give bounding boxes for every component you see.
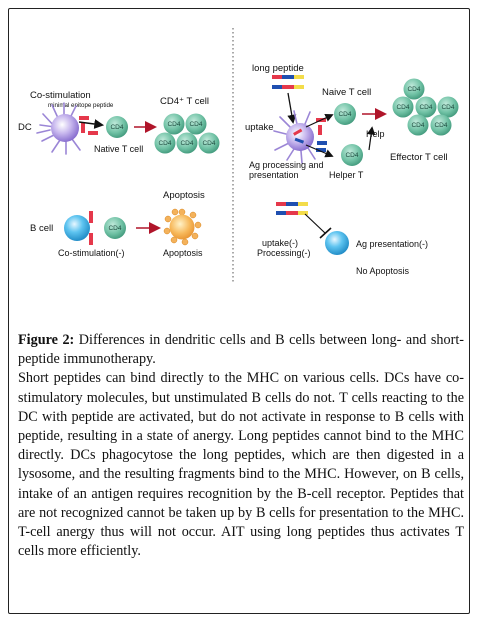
figure-frame: [8, 8, 470, 614]
apoptotic-cell: [163, 208, 202, 246]
cd4-label: CD4: [411, 122, 424, 129]
cd4-label: CD4: [202, 140, 215, 147]
peptide-marker: [88, 131, 98, 135]
long-peptide-bar: [272, 85, 304, 89]
figure-illustration: Co-stimulation minimal epitope peptide D…: [18, 28, 459, 282]
peptide-marker: [317, 141, 327, 145]
cd4-label: CD4: [338, 111, 351, 118]
apoptosis-top-label: Apoptosis: [163, 190, 205, 201]
caption-body: Short peptides can bind directly to the …: [18, 370, 464, 560]
ag-presentation-neg-label: Ag presentation(-): [356, 239, 428, 249]
helper-t-cell: CD4: [341, 144, 363, 166]
ag-processing-label: Ag processing and: [249, 160, 324, 170]
costim-marker: [81, 123, 85, 133]
figure-caption: Figure 2: Differences in dendritic cells…: [18, 331, 464, 561]
cd4-t-cell-cluster: CD4 CD4 CD4 CD4 CD4: [154, 113, 220, 154]
naive-t-cell-right: Naive T cell CD4: [334, 103, 356, 125]
binding-arrow: [78, 119, 105, 129]
cd4-label: CD4: [434, 122, 447, 129]
b-cell-label: B cell: [30, 223, 53, 234]
cd4-t-cell-title: CD4⁺ T cell: [160, 96, 209, 107]
b-cell-right: [325, 231, 349, 255]
cd4-label: CD4: [407, 86, 420, 93]
long-peptide-bar: [272, 75, 304, 79]
b-cell-anergy-diagram: Apoptosis B cell CD4 Co-stimulat: [30, 190, 205, 258]
native-t-cell-b: CD4: [104, 217, 126, 239]
caption-title-text: Differences in dendritic cells and B cel…: [18, 332, 464, 368]
cd4-label: CD4: [108, 225, 121, 232]
effector-t-cell-label: Effector T cell: [390, 152, 448, 163]
cd4-label: CD4: [180, 140, 193, 147]
uptake-neg-label: uptake(-): [262, 238, 298, 248]
cd4-label: CD4: [167, 121, 180, 128]
cd4-label: CD4: [396, 104, 409, 111]
presentation-label: presentation: [249, 170, 299, 180]
uptake-label: uptake: [245, 122, 274, 133]
no-apoptosis-label: No Apoptosis: [356, 266, 410, 276]
peptide-marker: [89, 211, 93, 223]
long-peptide-bar: [276, 202, 308, 206]
dc-activation-diagram: Co-stimulation minimal epitope peptide D…: [18, 90, 220, 155]
long-peptide-bar: [276, 211, 308, 215]
long-peptide-label: long peptide: [252, 63, 304, 74]
peptide-marker: [89, 233, 93, 245]
co-stimulation-neg-label: Co-stimulation(-): [58, 248, 125, 258]
cd4-label: CD4: [158, 140, 171, 147]
helper-t-label: Helper T: [329, 170, 364, 180]
presentation-arrow: [305, 113, 334, 128]
naive-t-cell-label: Naive T cell: [322, 87, 371, 98]
cd4-label: CD4: [345, 152, 358, 159]
native-t-cell-label: Native T cell: [94, 144, 143, 154]
uptake-arrow: [287, 92, 297, 124]
blocked-uptake-line: [304, 213, 326, 234]
peptide-marker: [316, 148, 326, 152]
processing-neg-label: Processing(-): [257, 248, 311, 258]
long-peptide-dc-diagram: long peptide uptake: [245, 63, 459, 180]
cd4-label: CD4: [110, 124, 123, 131]
minimal-epitope-label: minimal epitope peptide: [48, 102, 114, 109]
long-peptide-b-cell-diagram: uptake(-) Processing(-) Ag presentation(…: [257, 202, 428, 276]
cd4-label: CD4: [189, 121, 202, 128]
cd4-label: CD4: [419, 104, 432, 111]
dendritic-cell: [36, 102, 81, 155]
b-cell: [64, 215, 90, 241]
effector-t-cell-cluster: CD4 CD4 CD4 CD4 CD4 CD4: [392, 78, 459, 136]
help-arrow: [366, 126, 376, 151]
dc-label: DC: [18, 122, 32, 133]
block-bar: [319, 227, 332, 239]
dendritic-cell-right: [273, 110, 316, 164]
costim-marker: [318, 125, 322, 135]
help-label: Help: [366, 129, 385, 139]
caption-title: Figure 2: Differences in dendritic cells…: [18, 331, 464, 369]
cd4-label: CD4: [441, 104, 454, 111]
apoptosis-bottom-label: Apoptosis: [163, 248, 203, 258]
presentation-arrow: [305, 144, 334, 158]
peptide-marker: [79, 116, 89, 120]
co-stimulation-label: Co-stimulation: [30, 90, 91, 101]
figure-number: Figure 2:: [18, 332, 75, 348]
native-t-cell: CD4: [106, 116, 128, 138]
